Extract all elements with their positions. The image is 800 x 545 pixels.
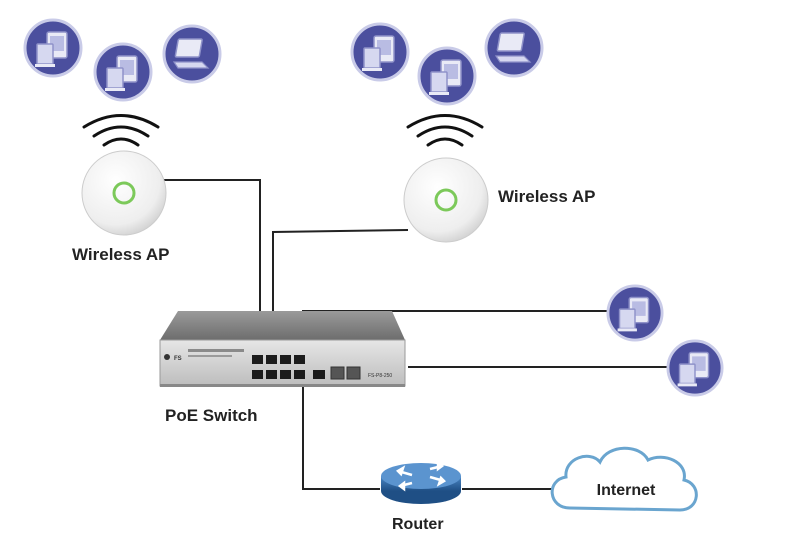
- desktop-computer-icon: [23, 18, 83, 78]
- desktop-computer-icon: [666, 339, 724, 397]
- router-label: Router: [392, 516, 444, 533]
- brand-logo-icon: [164, 354, 170, 360]
- laptop-icon: [162, 24, 222, 84]
- wireless-ap-right-label: Wireless AP: [498, 187, 596, 206]
- sfp-port: [346, 366, 361, 380]
- internet-label: Internet: [597, 482, 656, 499]
- poe-switch-label: PoE Switch: [165, 406, 258, 425]
- ap-led-ring: [434, 188, 458, 212]
- uplink-port: [313, 370, 325, 379]
- desktop-computer-icon: [606, 284, 664, 342]
- switch-brand: FS: [174, 356, 182, 362]
- router-icon: [381, 460, 461, 504]
- wireless-access-point-left: [81, 150, 167, 236]
- poe-switch-icon: FS FS-P8-250: [159, 311, 406, 387]
- switch-model: FS-P8-250: [368, 373, 392, 379]
- sfp-port: [330, 366, 345, 380]
- right-client-devices: [350, 18, 544, 106]
- desktop-computer-icon: [350, 22, 410, 82]
- desktop-computer-icon: [417, 46, 477, 106]
- cloud-icon: [550, 446, 698, 512]
- desktop-computer-icon: [93, 42, 153, 102]
- left-client-devices: [23, 18, 222, 102]
- wifi-signal-icon: [82, 114, 160, 147]
- laptop-icon: [484, 18, 544, 78]
- ap-led-ring: [112, 181, 136, 205]
- rj45-ports: [252, 355, 305, 379]
- wireless-access-point-right: [403, 157, 489, 243]
- wifi-signal-icon: [406, 114, 484, 147]
- wireless-ap-left-label: Wireless AP: [72, 245, 170, 264]
